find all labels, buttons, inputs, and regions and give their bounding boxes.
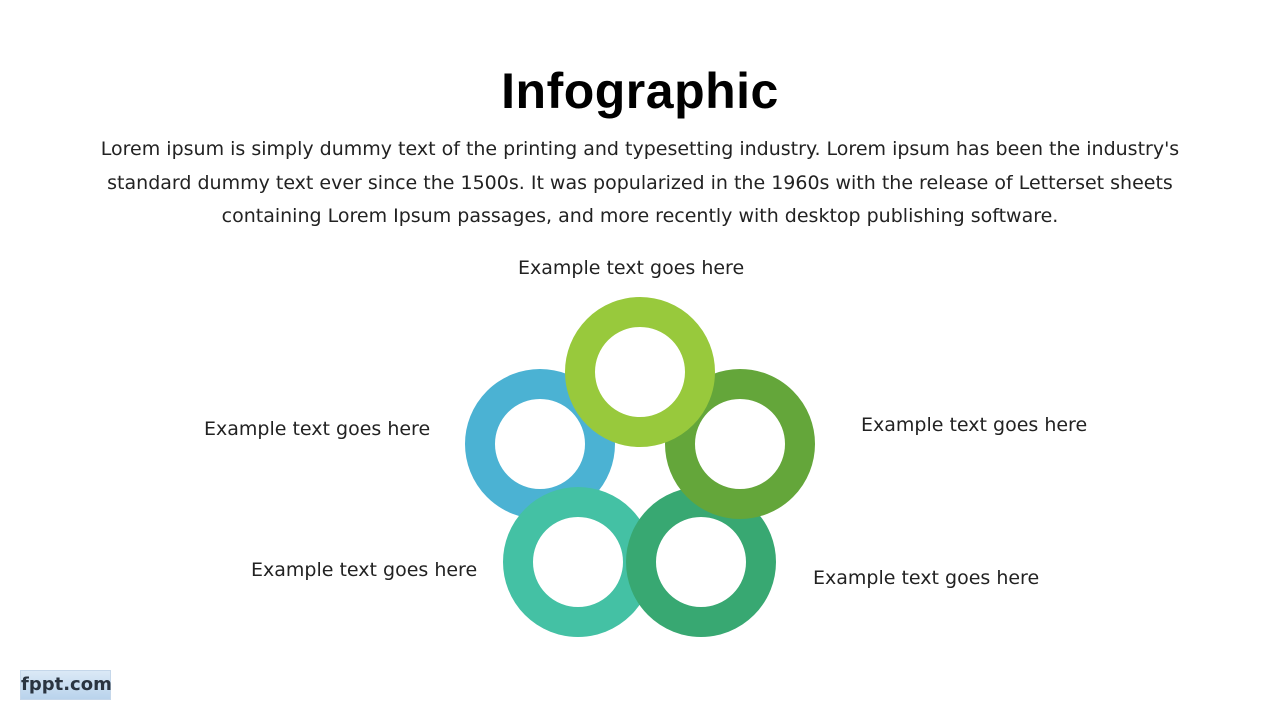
page-title: Infographic [501, 63, 779, 119]
ring-green [665, 369, 815, 519]
fppt-logo: fppt.com [20, 670, 112, 700]
label-bottom-right: Example text goes here [813, 567, 1040, 589]
label-bottom-left: Example text goes here [251, 559, 478, 581]
description: Lorem ipsum is simply dummy text of the … [100, 138, 1180, 227]
label-left: Example text goes here [204, 418, 431, 440]
label-top: Example text goes here [518, 257, 745, 279]
label-right: Example text goes here [861, 414, 1088, 436]
ring-teal [503, 487, 653, 637]
ring-lime [565, 297, 715, 447]
ring-dark-green [626, 487, 776, 637]
